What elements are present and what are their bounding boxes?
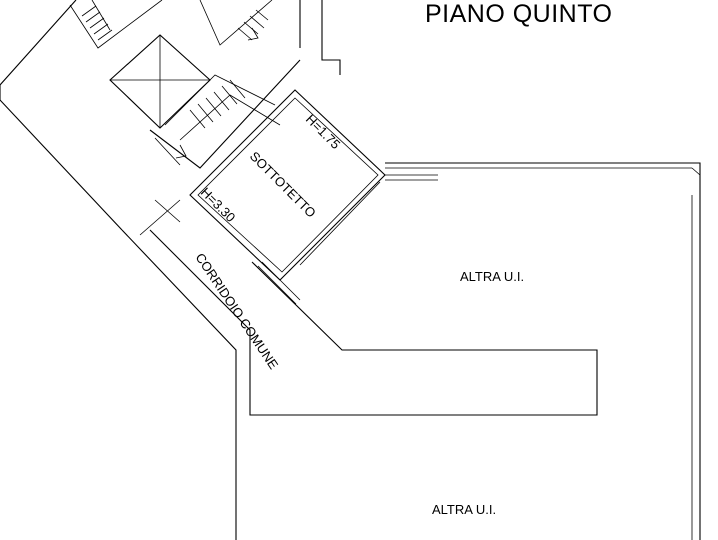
staircase [69, 0, 301, 169]
other-unit-upper-label: ALTRA U.I. [460, 269, 524, 284]
attic-label: SOTTOTETTO [247, 149, 319, 221]
common-corridor [121, 199, 598, 540]
building-walls [0, 0, 341, 231]
attic-height-high: H=3.30 [198, 185, 239, 226]
other-unit-lower-label: ALTRA U.I. [432, 502, 496, 517]
attic-room [189, 89, 438, 281]
other-units-walls [385, 162, 701, 540]
attic-height-low: H=1.75 [303, 112, 344, 153]
floor-title: PIANO QUINTO [425, 0, 613, 28]
